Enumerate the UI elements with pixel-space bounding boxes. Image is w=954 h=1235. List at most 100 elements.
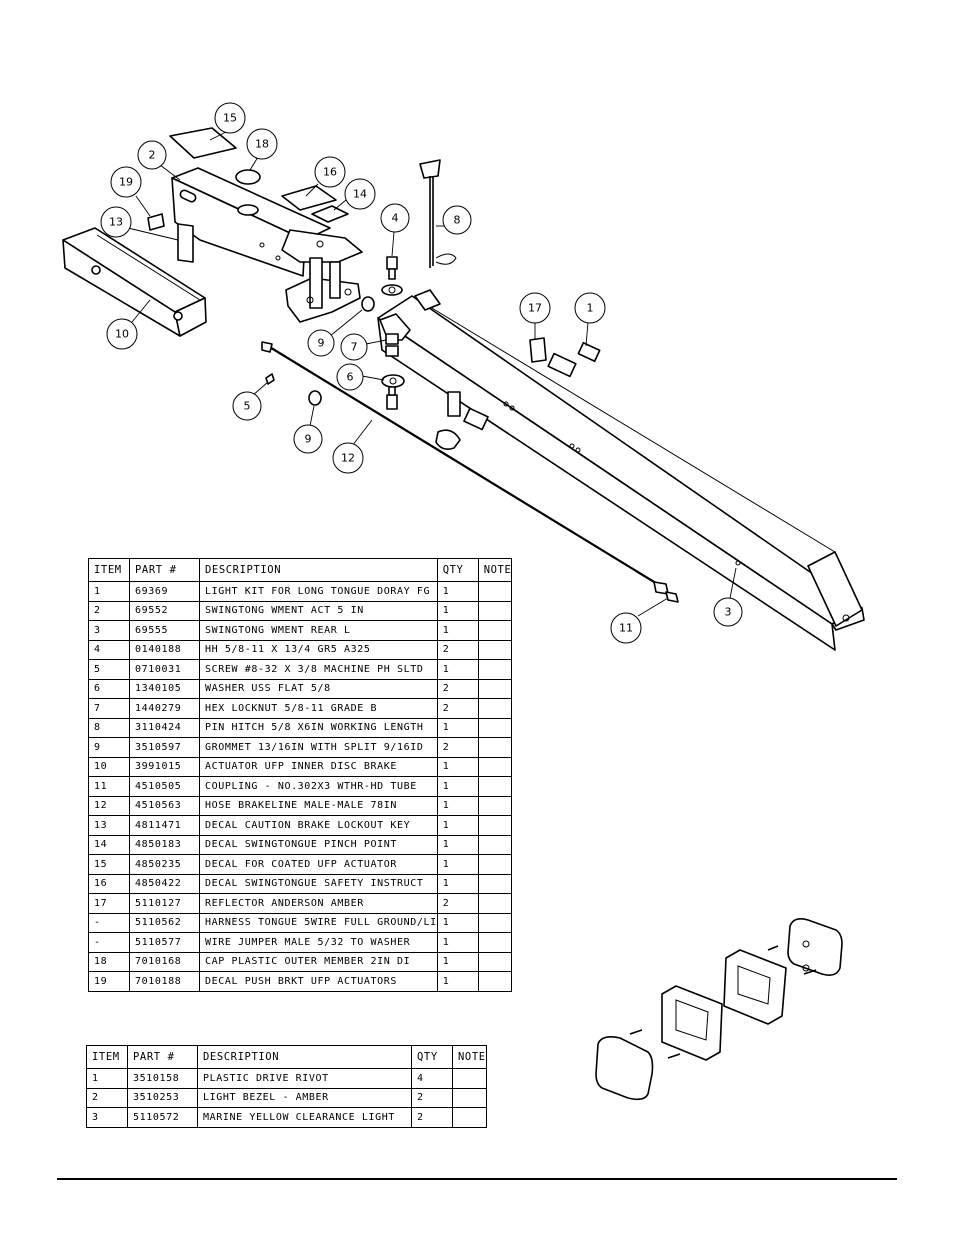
cell-description: ACTUATOR UFP INNER DISC BRAKE [199,756,438,777]
cell-item: 14 [88,834,130,855]
cell-note [477,581,513,602]
clearance-light-assembly [595,918,843,1101]
cell-qty: 1 [436,581,479,602]
cell-part-number: 5110127 [129,893,200,914]
cell-part-number: 3510253 [127,1087,198,1108]
cell-item: 16 [88,873,130,894]
svg-text:14: 14 [353,188,367,201]
col-part-number: PART # [129,558,200,582]
cell-part-number: 1340105 [129,678,200,699]
cell-description: DECAL SWINGTONGUE SAFETY INSTRUCT [199,873,438,894]
col-item: ITEM [86,1045,128,1069]
cell-description: HOSE BRAKELINE MALE-MALE 78IN [199,795,438,816]
cell-description: WASHER USS FLAT 5/8 [199,678,438,699]
col-qty: QTY [411,1045,453,1069]
swingtongue-front-part [171,167,363,323]
callout-17: 17 [519,292,551,324]
callout-13: 13 [100,206,132,238]
callout-16: 16 [314,156,346,188]
cell-item: 2 [88,600,130,621]
svg-text:16: 16 [323,166,337,179]
svg-text:9: 9 [305,433,312,446]
cell-description: DECAL PUSH BRKT UFP ACTUATORS [199,971,438,992]
cell-item: 12 [88,795,130,816]
cell-note [477,717,513,738]
cell-note [477,776,513,797]
col-qty: QTY [436,558,479,582]
svg-text:15: 15 [223,112,237,125]
cell-item: - [88,912,130,933]
cell-note [477,737,513,758]
callout-8: 8 [442,205,472,235]
callout-10: 10 [106,318,138,350]
cell-part-number: 69369 [129,581,200,602]
brake-hose-part [261,341,679,603]
cell-qty: 1 [436,834,479,855]
cell-item: 2 [86,1087,128,1108]
cell-qty: 2 [436,698,479,719]
actuator-inner-part [62,227,207,337]
svg-text:19: 19 [119,176,133,189]
cell-part-number: 4510505 [129,776,200,797]
cell-item: 3 [88,620,130,641]
cell-note [477,912,513,933]
callout-18: 18 [246,128,278,160]
cell-item: 15 [88,854,130,875]
callout-leaders [127,129,737,617]
cell-description: DECAL SWINGTONGUE PINCH POINT [199,834,438,855]
cell-note [477,815,513,836]
callout-5: 5 [232,391,262,421]
cell-qty: 2 [436,678,479,699]
swingtongue-rear-part [377,289,865,651]
hardware-parts [265,159,601,410]
cell-part-number: 0710031 [129,659,200,680]
cell-qty: 1 [436,756,479,777]
cell-note [477,600,513,621]
col-description: DESCRIPTION [197,1045,412,1069]
cell-qty: 2 [411,1107,453,1128]
cell-note [477,678,513,699]
cell-item: 9 [88,737,130,758]
cell-item: 7 [88,698,130,719]
cell-qty: 1 [436,815,479,836]
cell-description: GROMMET 13/16IN WITH SPLIT 9/16ID [199,737,438,758]
svg-text:6: 6 [347,371,354,384]
cell-qty: 1 [436,659,479,680]
cell-item: 18 [88,951,130,972]
cell-description: SWINGTONG WMENT REAR L [199,620,438,641]
cell-qty: 1 [436,620,479,641]
cell-item: 11 [88,776,130,797]
cell-item: 1 [88,581,130,602]
cell-note [477,659,513,680]
cell-note [477,756,513,777]
cell-note [477,620,513,641]
cell-note [477,698,513,719]
cell-note [477,834,513,855]
cell-note [477,932,513,953]
cell-qty: 1 [436,776,479,797]
cell-qty: 1 [436,951,479,972]
cell-item: 6 [88,678,130,699]
svg-text:3: 3 [725,606,732,619]
cell-note [452,1087,487,1108]
cell-description: WIRE JUMPER MALE 5/32 TO WASHER [199,932,438,953]
cell-description: DECAL FOR COATED UFP ACTUATOR [199,854,438,875]
cell-qty: 1 [436,932,479,953]
bom-light-header-row: ITEM PART # DESCRIPTION QTY NOTE [86,1045,487,1069]
cell-qty: 1 [436,600,479,621]
cell-note [452,1068,487,1089]
